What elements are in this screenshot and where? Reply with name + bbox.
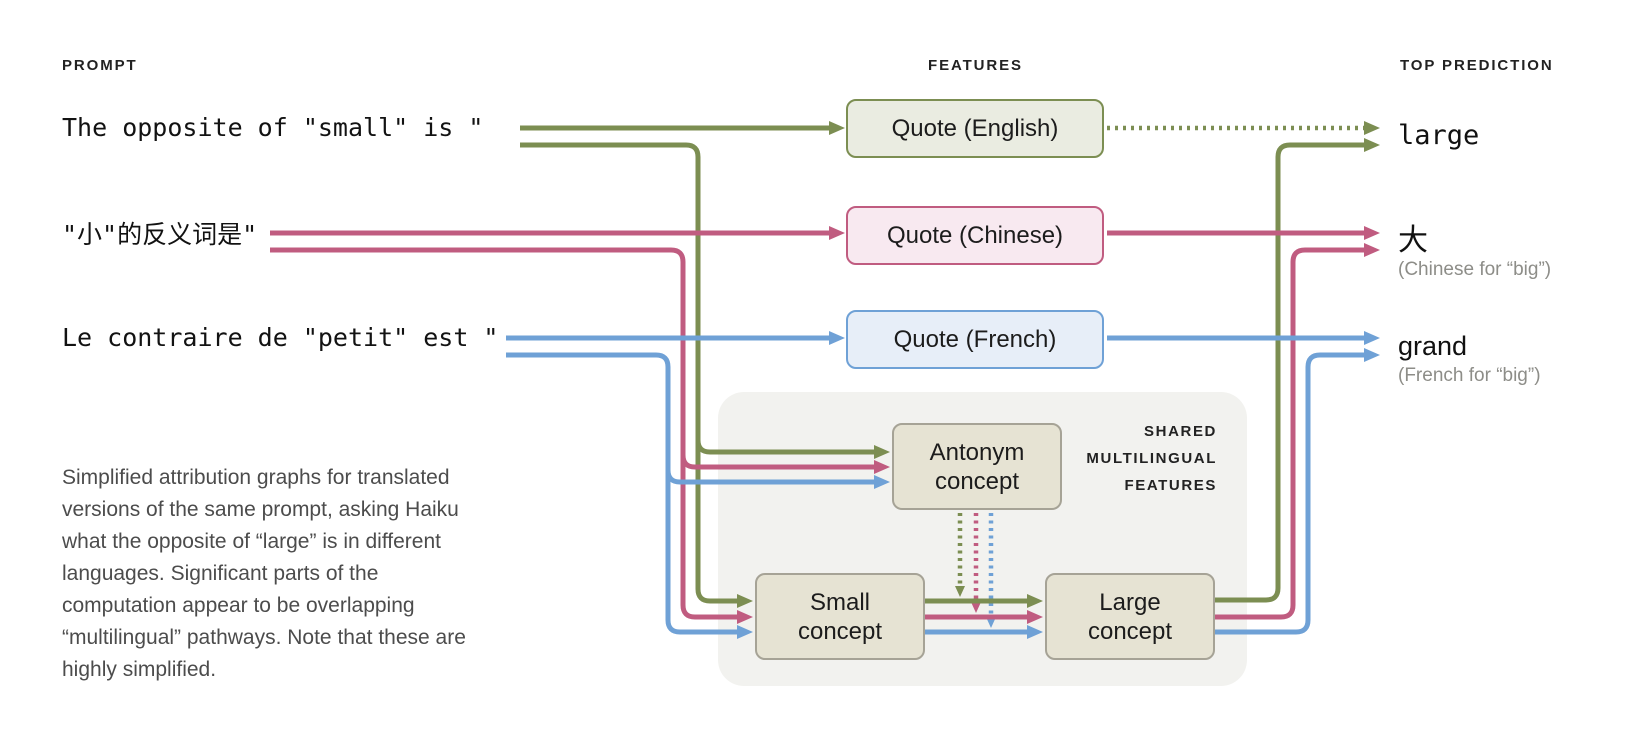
large-to-prediction-pink [1215,243,1380,620]
prediction-english: large [1398,120,1480,151]
english-antonym-branch [695,439,890,459]
prediction-chinese-note: (Chinese for “big”) [1398,259,1552,280]
prompt-english: The opposite of "small" is " [62,113,484,142]
figure-caption: Simplified attribution graphs for transl… [62,466,466,681]
features-header: FEATURES [928,57,1023,74]
french-trunk-line [506,352,753,639]
prediction-french: grand [1398,331,1468,361]
feature-box-quote-english: Quote (English) [846,99,1104,158]
prompt-french: Le contraire de "petit" est " [62,323,499,352]
concept-label: Large concept [1087,588,1173,645]
chinese-antonym-branch [680,454,890,474]
large-to-prediction-blue [1215,348,1380,635]
prediction-chinese: 大 [1398,224,1428,257]
prompt-header: PROMPT [62,57,138,74]
concept-box-small: Small concept [755,573,925,660]
feature-box-label: Quote (French) [893,325,1057,353]
prompt-chinese: "小"的反义词是" [62,220,258,249]
top-prediction-header: TOP PREDICTION [1400,57,1554,74]
feature-box-label: Quote (Chinese) [886,221,1064,249]
feature-box-quote-french: Quote (French) [846,310,1104,369]
feature-box-quote-chinese: Quote (Chinese) [846,206,1104,265]
english-trunk-line [520,142,753,608]
concept-box-antonym: Antonym concept [892,423,1062,510]
french-antonym-branch [665,469,890,489]
concept-box-large: Large concept [1045,573,1215,660]
concept-label: Antonym concept [929,438,1025,495]
large-to-prediction-green [1215,138,1380,603]
concept-label: Small concept [797,588,883,645]
prediction-french-note: (French for “big”) [1398,365,1541,386]
chinese-trunk-line [270,247,753,624]
feature-box-label: Quote (English) [891,114,1059,142]
shared-features-label: SHARED MULTILINGUAL FEATURES [1086,423,1217,494]
